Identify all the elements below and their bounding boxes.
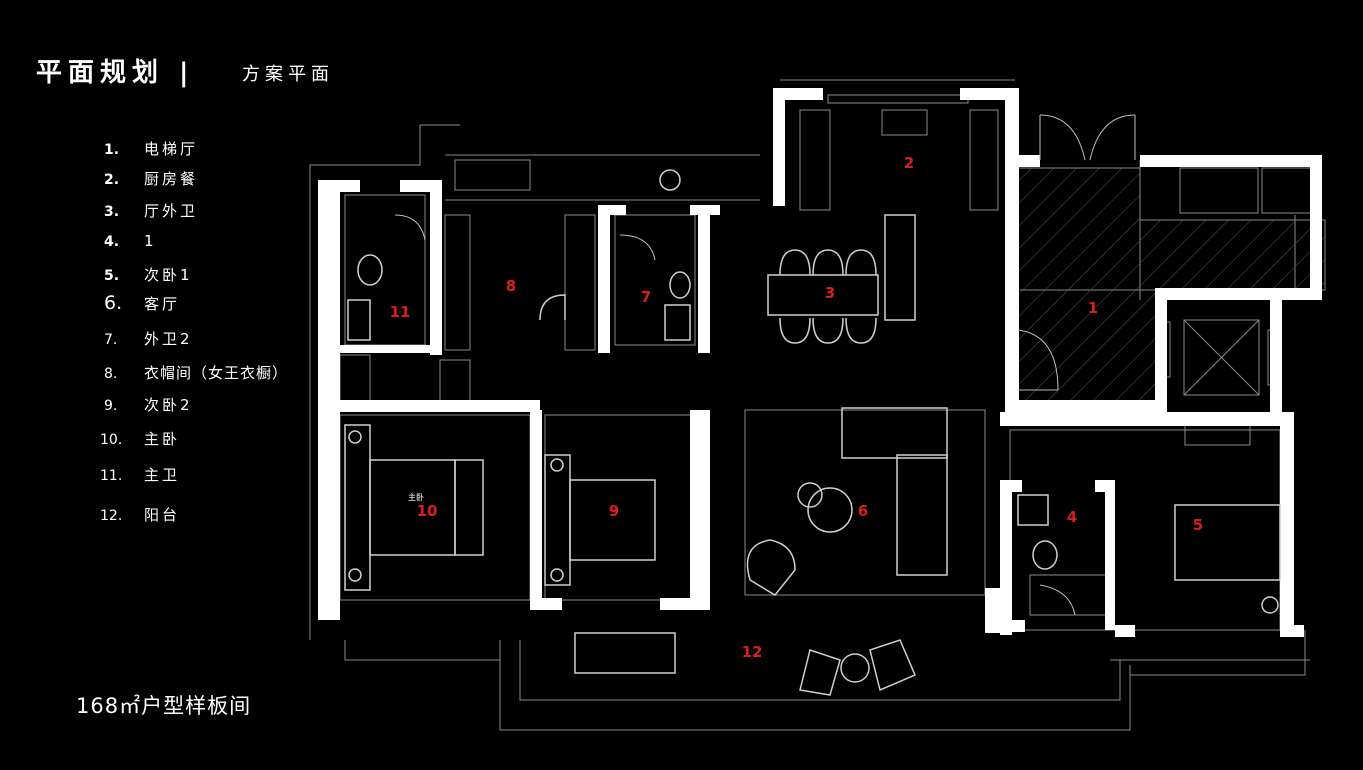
legend-number: 12. [100, 508, 123, 524]
legend-number: 8. [104, 366, 118, 382]
room-number-labels: 1 2 3 4 5 6 7 8 9 10 11 12 主卧 [390, 154, 1204, 661]
legend-number: 10. [100, 432, 123, 448]
doors [394, 114, 1136, 616]
legend-item: 12. 阳台 [100, 504, 300, 525]
legend-label: 电梯厅 [144, 140, 199, 158]
room-number: 9 [609, 502, 619, 520]
legend-label: 阳台 [144, 506, 181, 524]
legend-number: 1. [104, 142, 120, 158]
floor-area-label: 168㎡户型样板间 [76, 694, 252, 718]
legend-label: 衣帽间（女王衣橱） [144, 364, 289, 382]
legend-number: 7. [104, 332, 118, 348]
legend-number: 9. [104, 398, 118, 414]
room-number: 7 [641, 288, 651, 306]
legend-number: 11. [100, 468, 123, 484]
legend-item: 7. 外卫2 [104, 328, 304, 349]
legend-number: 2. [104, 172, 120, 188]
legend-item: 8. 衣帽间（女王衣橱） [104, 362, 304, 383]
legend-item: 2. 厨房餐 [104, 168, 304, 189]
legend-label: 客厅 [144, 295, 181, 313]
legend-item: 1. 电梯厅 [104, 138, 304, 159]
room-number: 1 [1088, 299, 1098, 317]
legend-item: 10. 主卧 [100, 428, 300, 449]
legend-number: 6. [104, 292, 123, 314]
legend-number: 3. [104, 204, 120, 220]
room-number: 2 [904, 154, 914, 172]
room-number: 10 [417, 502, 438, 520]
legend-item: 11. 主卫 [100, 464, 300, 485]
legend-label: 次卧2 [144, 396, 193, 414]
legend-item: 6. 客厅 [104, 292, 304, 314]
page-subtitle: 方案平面 [242, 64, 334, 85]
legend-item: 5. 次卧1 [104, 264, 304, 285]
legend-item: 9. 次卧2 [104, 394, 304, 415]
furniture [344, 169, 1281, 696]
legend-item: 4.1 [104, 232, 304, 250]
room-number: 5 [1193, 516, 1203, 534]
legend-label: 次卧1 [144, 266, 193, 284]
legend-label: 厨房餐 [144, 170, 199, 188]
room-number: 8 [506, 277, 516, 295]
legend-item: 3. 厅外卫 [104, 200, 304, 221]
legend-label: 外卫2 [144, 330, 193, 348]
legend-label: 主卧 [144, 430, 181, 448]
walls [318, 88, 1322, 637]
legend-label: 主卫 [144, 466, 181, 484]
room-number: 6 [858, 502, 868, 520]
legend-number: 5. [104, 268, 120, 284]
room-number: 4 [1067, 508, 1077, 526]
room-number: 12 [742, 643, 763, 661]
room-number: 11 [390, 303, 411, 321]
master-bedroom-text: 主卧 [408, 492, 424, 502]
room-number: 3 [825, 284, 835, 302]
page-title: 平面规划 | [36, 58, 195, 88]
legend-label: 厅外卫 [144, 202, 199, 220]
legend-label: 1 [144, 232, 157, 250]
legend-number: 4. [104, 234, 120, 250]
